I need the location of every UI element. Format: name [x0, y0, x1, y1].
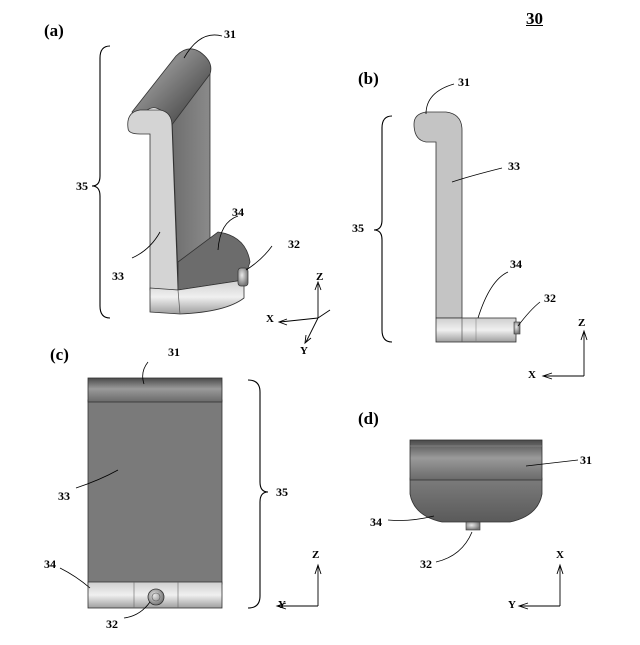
c-part-35: 35: [276, 486, 288, 498]
c-column-body: [88, 400, 222, 584]
b-part-34: 34: [510, 258, 522, 270]
c-part-31: 31: [168, 346, 180, 358]
d-part-32: 32: [420, 558, 432, 570]
a-part-33: 33: [112, 270, 124, 282]
b-axis-z: Z: [578, 318, 585, 329]
a-part-32: 32: [288, 238, 300, 250]
panel-c-label: (c): [50, 346, 69, 363]
a-part-31: 31: [224, 28, 236, 40]
c-top-bar: [88, 378, 222, 402]
b-axes: [543, 331, 587, 379]
b-brace-35: [374, 116, 392, 342]
c-part-32: 32: [106, 618, 118, 630]
d-knob: [466, 522, 480, 530]
d-part-31: 31: [580, 454, 592, 466]
c-axis-y: Y: [278, 600, 286, 611]
c-brace-35: [248, 380, 268, 608]
panel-a-drawing: [92, 35, 330, 343]
d-axes: [519, 565, 563, 609]
b-part-31: 31: [458, 76, 470, 88]
a-axes: [279, 282, 330, 343]
figure-number: 30: [526, 10, 543, 27]
c-axis-z: Z: [312, 550, 319, 561]
c-part-33: 33: [58, 490, 70, 502]
panel-b-label: (b): [358, 70, 379, 87]
a-part-35: 35: [76, 180, 88, 192]
b-axis-x: X: [528, 370, 536, 381]
panel-d-label: (d): [358, 410, 379, 427]
a-axis-x: X: [266, 314, 274, 325]
a-knob: [238, 268, 248, 286]
c-knob: [148, 589, 164, 605]
d-part-34: 34: [370, 516, 382, 528]
d-axis-x: X: [556, 550, 564, 561]
a-axis-z: Z: [316, 272, 323, 283]
b-part-33: 33: [508, 160, 520, 172]
b-knob: [514, 322, 520, 334]
b-part-35: 35: [352, 222, 364, 234]
panel-b-drawing: [374, 84, 587, 379]
c-part-34: 34: [44, 558, 56, 570]
a-column-front-face: [128, 110, 178, 290]
b-part-32: 32: [544, 292, 556, 304]
b-column: [414, 112, 462, 318]
d-axis-y: Y: [508, 600, 516, 611]
panel-d-drawing: [388, 440, 578, 609]
panel-a-label: (a): [44, 22, 64, 39]
a-brace-35: [92, 46, 110, 318]
a-axis-y: Y: [300, 346, 308, 357]
d-dome: [410, 478, 542, 522]
a-part-34: 34: [232, 206, 244, 218]
